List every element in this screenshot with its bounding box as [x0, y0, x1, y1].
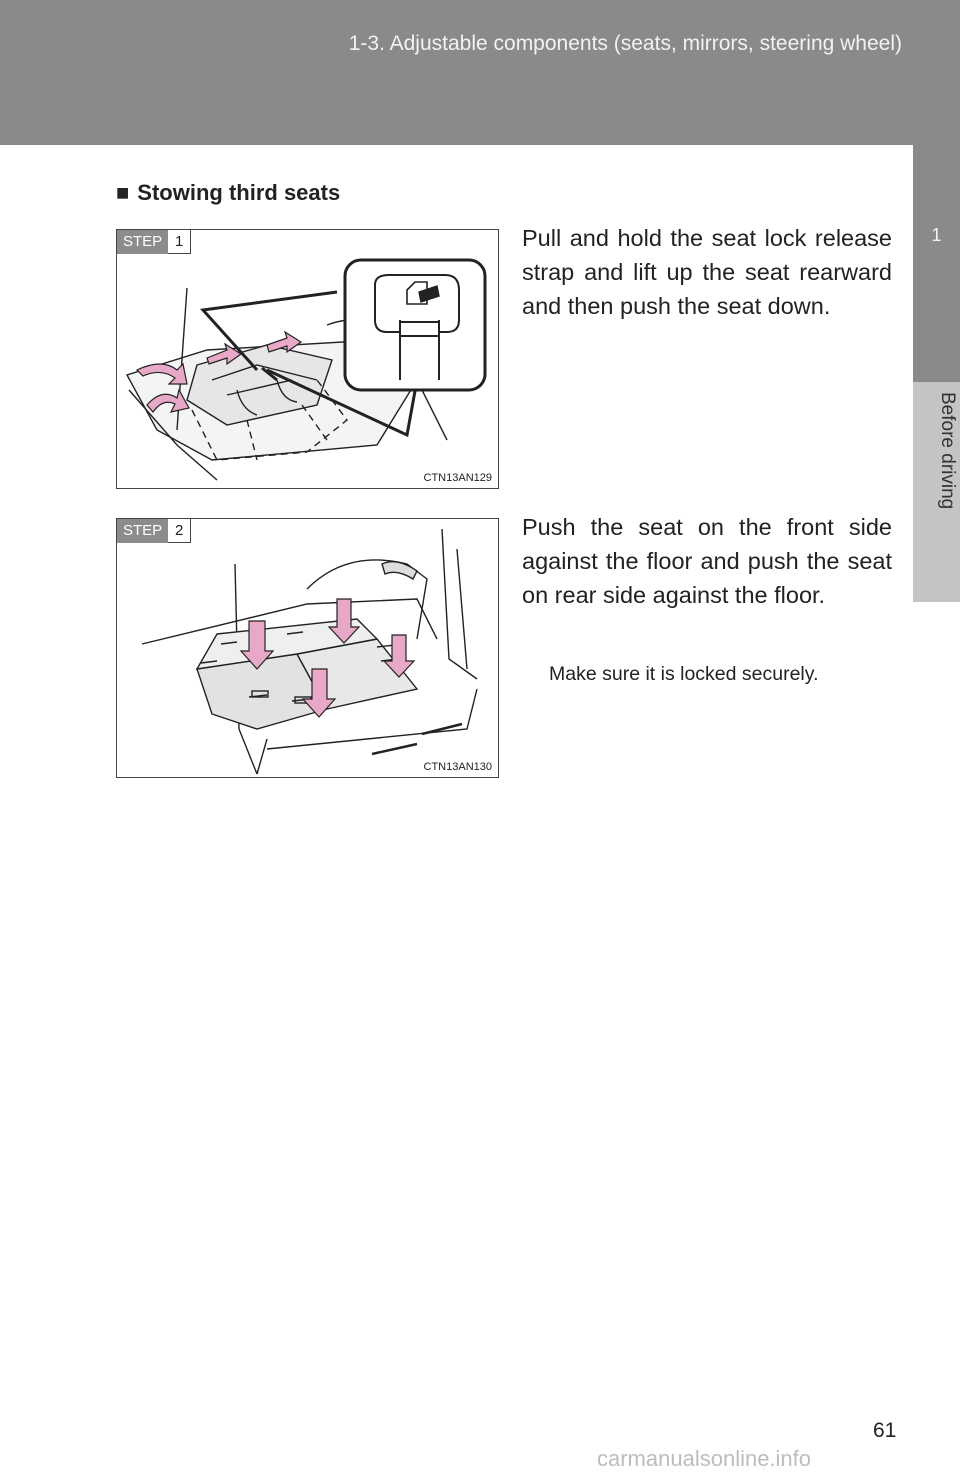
step2-illustration — [141, 528, 478, 775]
chapter-label: Before driving — [937, 392, 958, 510]
page-header: 1-3. Adjustable components (seats, mirro… — [0, 0, 960, 145]
header-title: 1-3. Adjustable components (seats, mirro… — [348, 32, 902, 55]
step1-badge: STEP 1 — [117, 230, 192, 254]
page-number: 61 — [873, 1419, 897, 1442]
watermark: carmanualsonline.info — [597, 1446, 812, 1471]
step1-badge-label: STEP — [117, 230, 169, 254]
chapter-number: 1 — [931, 225, 942, 245]
step2-note: Make sure it is locked securely. — [549, 663, 819, 685]
step2-badge-number: 2 — [168, 519, 192, 543]
step1-text: Pull and hold the seat lock release stra… — [522, 225, 892, 319]
step1-figure: STEP 1 — [116, 229, 499, 489]
step2-figure-code: CTN13AN130 — [423, 761, 492, 773]
step2-text: Push the seat on the front side against … — [522, 514, 892, 608]
step2-badge: STEP 2 — [117, 519, 192, 543]
step2-figure: STEP 2 CTN13AN130 — [116, 518, 499, 778]
section-title: ■ Stowing third seats — [116, 180, 340, 206]
step1-badge-number: 1 — [168, 230, 192, 254]
section-mark: ■ — [116, 180, 130, 205]
chapter-label-box — [913, 382, 960, 602]
step1-figure-code: CTN13AN129 — [423, 472, 492, 484]
step1-illustration — [125, 258, 487, 481]
chapter-tab — [913, 145, 960, 382]
step2-badge-label: STEP — [117, 519, 169, 543]
section-title-text: Stowing third seats — [137, 180, 341, 205]
